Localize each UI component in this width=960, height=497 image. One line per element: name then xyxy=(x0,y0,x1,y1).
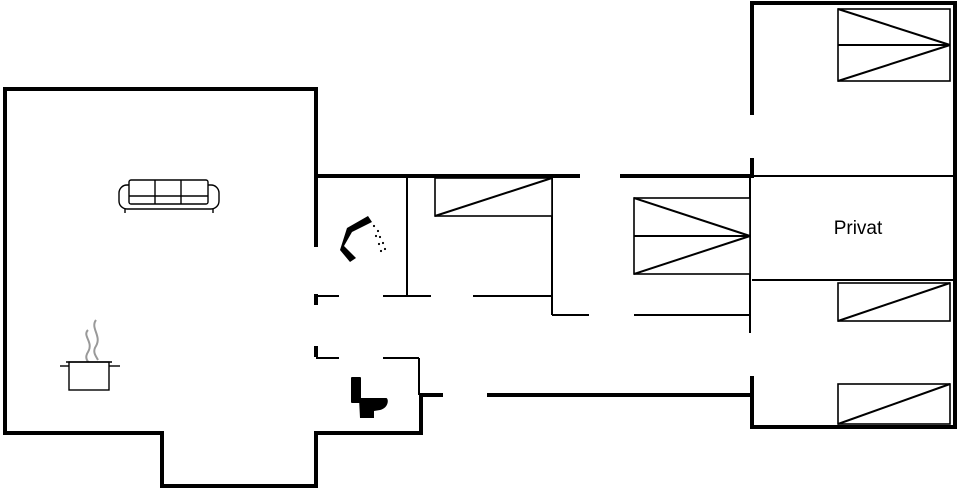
room-label-privat: Privat xyxy=(834,218,883,239)
bed-icon xyxy=(633,197,751,275)
corridor xyxy=(314,174,752,397)
cooking-pot-icon xyxy=(60,319,120,391)
sofa-icon xyxy=(118,179,220,213)
bed-icon xyxy=(837,383,951,425)
living-room xyxy=(3,87,443,488)
shower-icon xyxy=(340,216,387,262)
bedroom-wing xyxy=(750,1,957,429)
toilet-icon xyxy=(351,377,388,418)
bed-icon xyxy=(434,177,553,217)
bed-icon xyxy=(837,282,951,322)
bed-icon xyxy=(837,8,951,82)
